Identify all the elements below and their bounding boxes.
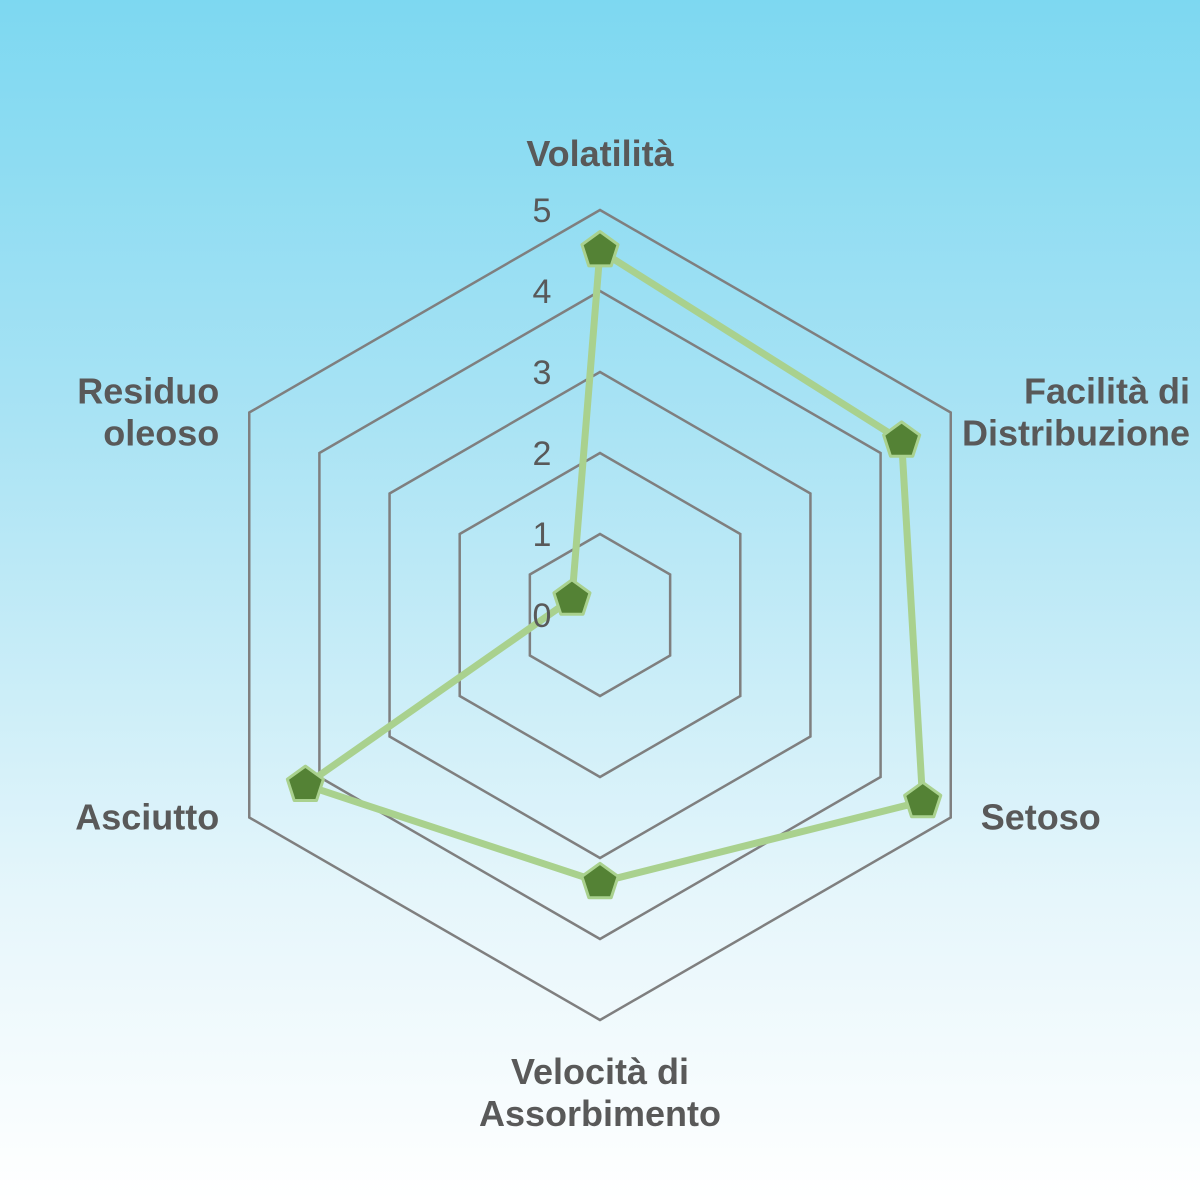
- tick-label-2: 2: [533, 435, 552, 473]
- category-label-line: Velocità di: [511, 1051, 689, 1092]
- data-point-4: [285, 764, 325, 802]
- category-label-line: Facilità di: [1024, 371, 1190, 412]
- data-point-5: [552, 578, 592, 616]
- tick-label-0: 0: [533, 597, 552, 635]
- radar-series: [285, 230, 943, 900]
- category-label-line: Setoso: [981, 797, 1101, 838]
- grid-ring-4: [318, 289, 882, 941]
- category-label-line: Volatilità: [526, 133, 674, 174]
- radar-tick-labels: 0 1 2 3 4 5: [533, 192, 552, 635]
- category-label-2: Setoso: [981, 797, 1101, 838]
- data-point-3: [580, 861, 620, 900]
- grid-ring-5: [248, 208, 952, 1022]
- data-point-0: [580, 230, 620, 268]
- category-label-line: Assorbimento: [479, 1093, 721, 1134]
- grid-ring-2: [458, 451, 742, 779]
- category-label-line: oleoso: [103, 413, 219, 454]
- category-label-line: Distribuzione: [962, 413, 1190, 454]
- series-line-0: [301, 247, 927, 886]
- category-label-line: Asciutto: [75, 797, 219, 838]
- category-label-4: Asciutto: [75, 797, 219, 838]
- tick-label-1: 1: [533, 516, 552, 554]
- tick-label-4: 4: [533, 273, 552, 311]
- grid-ring-3: [388, 370, 812, 860]
- tick-label-5: 5: [533, 192, 552, 230]
- grid-ring-1: [528, 532, 672, 698]
- tick-label-3: 3: [533, 354, 552, 392]
- data-point-2: [903, 780, 943, 819]
- category-label-line: Residuo: [77, 371, 219, 412]
- radar-grid: [248, 208, 952, 1022]
- category-label-0: Volatilità: [526, 133, 674, 174]
- data-point-1: [882, 420, 922, 458]
